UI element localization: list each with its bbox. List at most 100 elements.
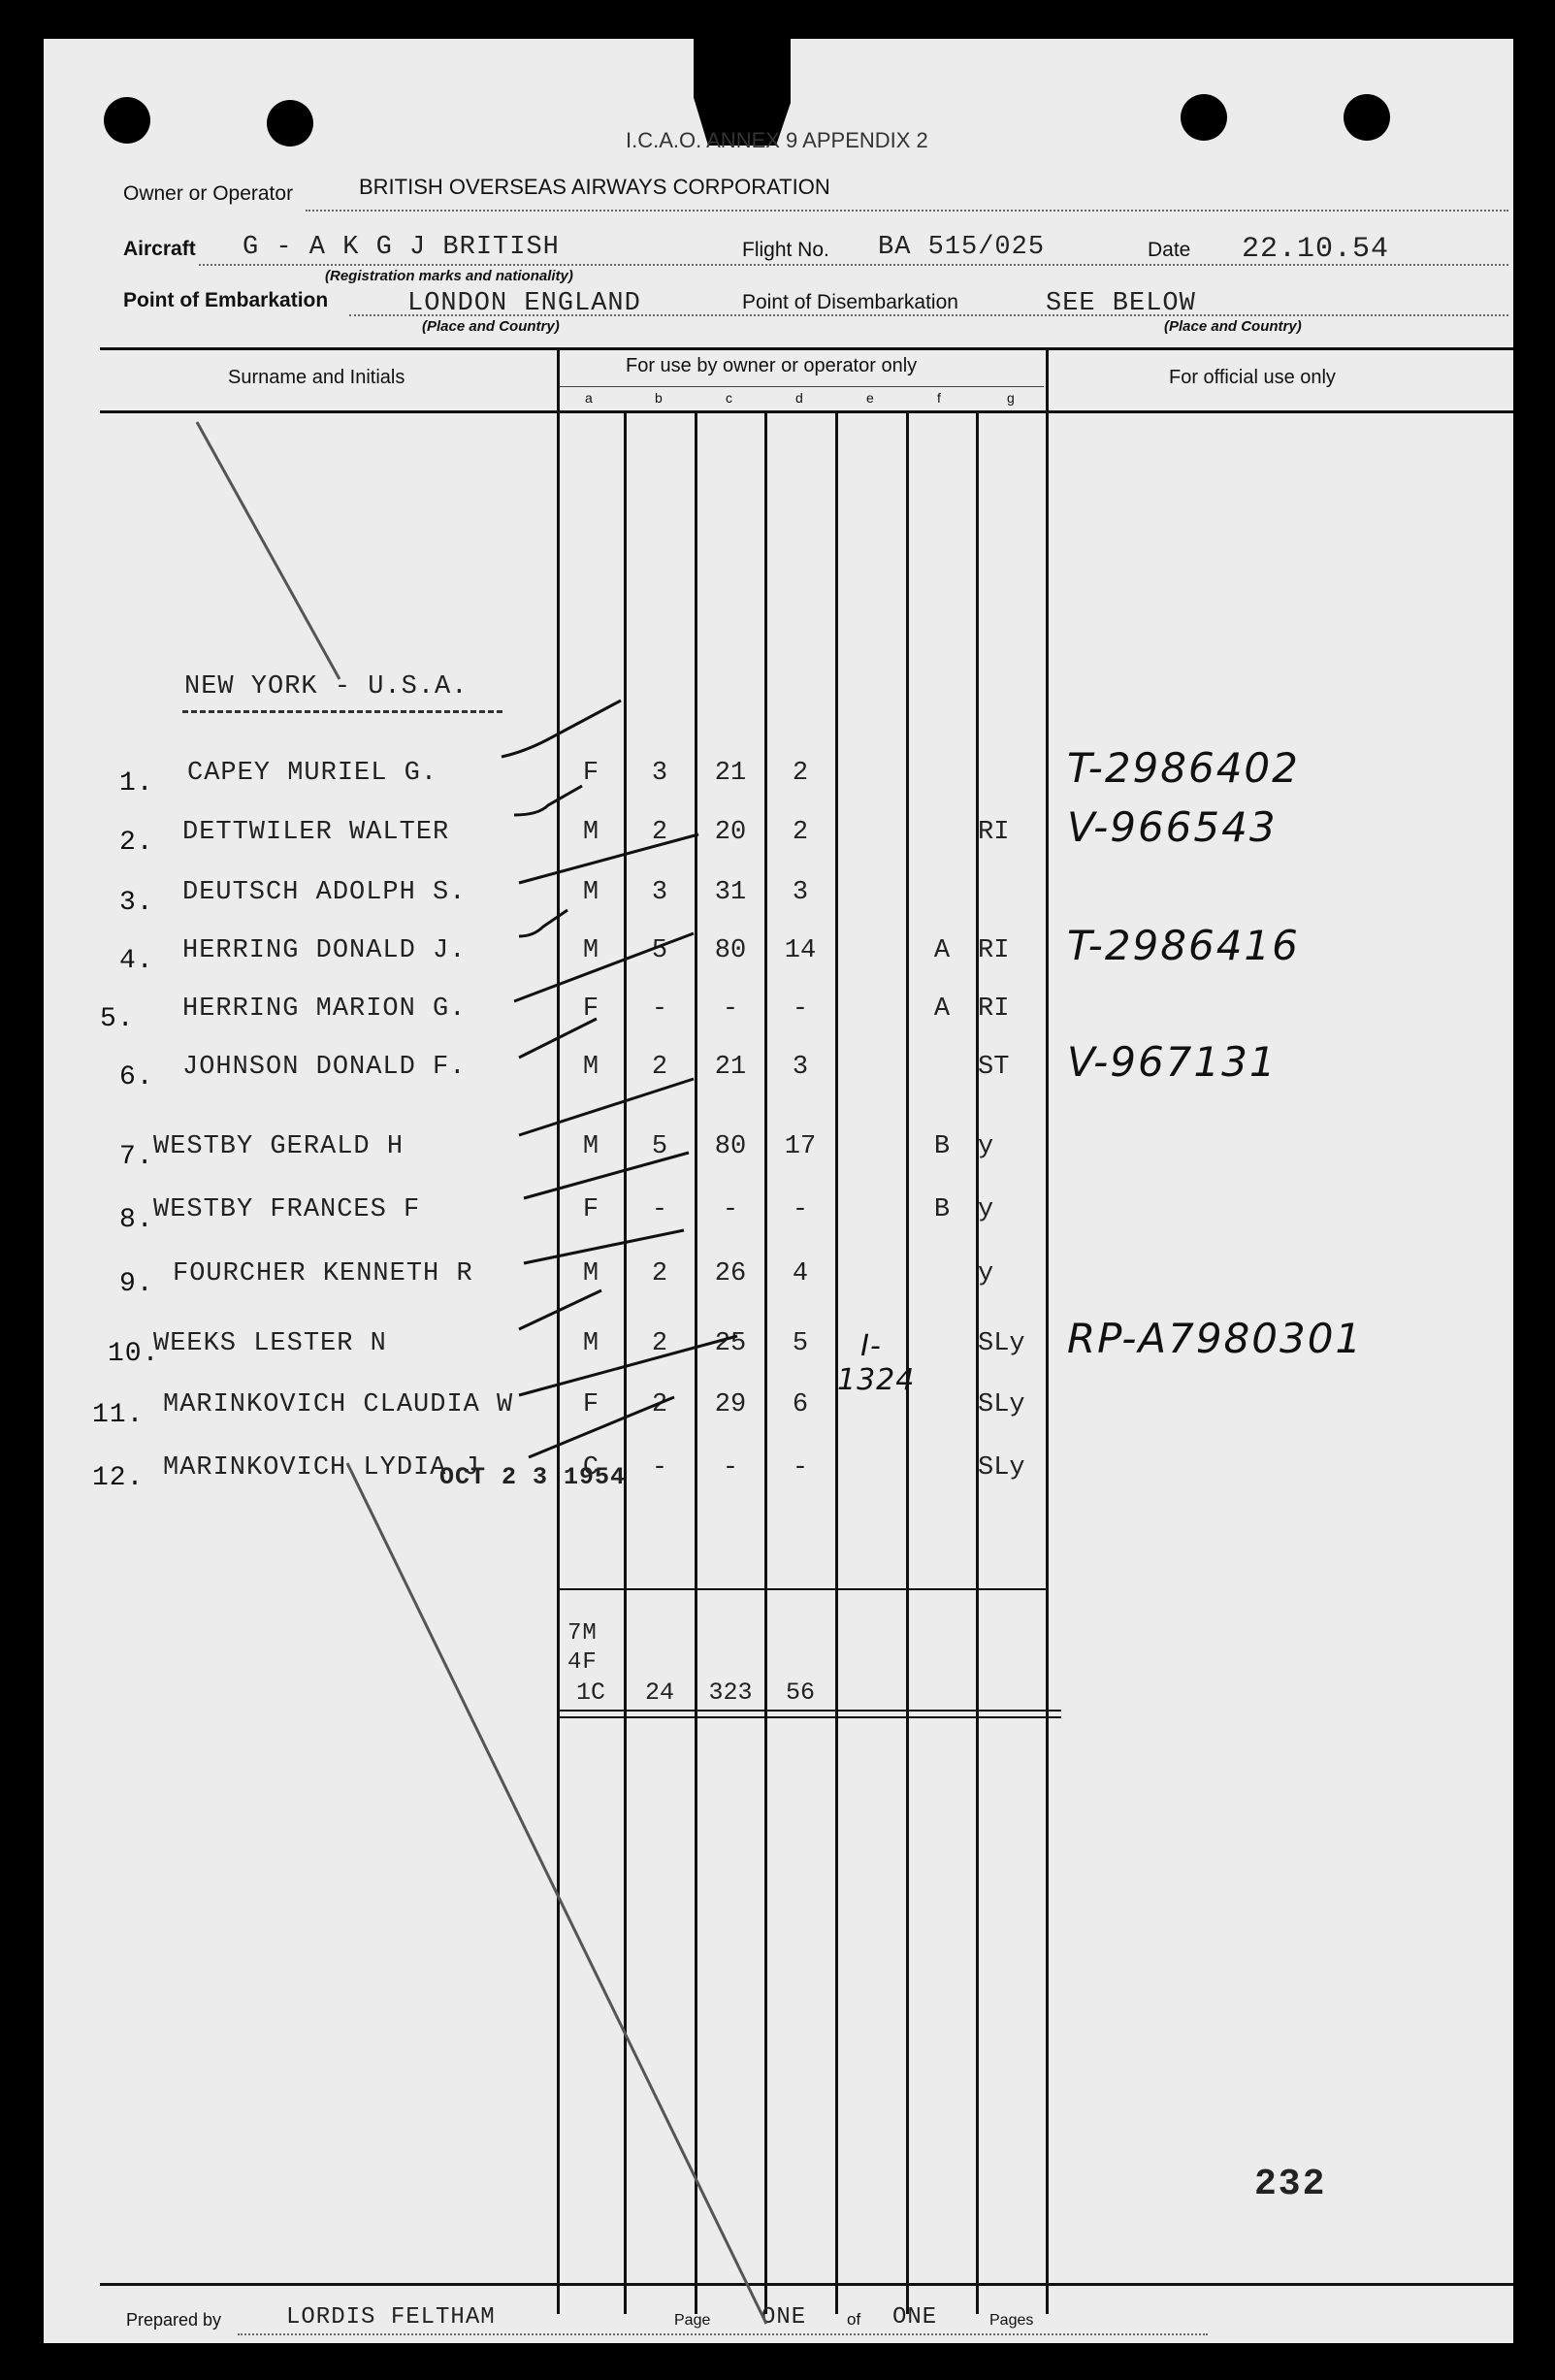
cell-a: M [582,878,599,907]
cell-a: M [582,936,599,965]
owner-value: BRITISH OVERSEAS AIRWAYS CORPORATION [359,175,830,199]
cell-b: 2 [651,1329,668,1358]
totals-female: 4F [567,1649,598,1676]
cell-a: M [582,1132,599,1161]
passenger-name: WESTBY GERALD H [153,1132,405,1161]
row-number: 10. [108,1339,160,1369]
official-entry: V-967131 [1067,1038,1278,1086]
cell-d: - [792,1195,809,1224]
row-number: 3. [119,888,154,918]
cell-c: 31 [714,878,747,907]
cell-c: - [722,1453,739,1483]
punch-hole [1344,94,1390,141]
cell-d: 3 [792,1053,809,1082]
cell-g: ST [978,1053,1010,1082]
totals-male: 7M [567,1620,598,1646]
cell-e: I-1324 [837,1329,916,1397]
cell-d: 5 [792,1329,809,1358]
official-entry: T-2986416 [1067,922,1300,969]
cell-b: - [651,1453,668,1483]
prepared-by-value: LORDIS FELTHAM [286,2304,496,2331]
official-entry: T-2986402 [1067,744,1300,792]
cell-b: - [651,1195,668,1224]
row-number: 9. [119,1269,154,1299]
pages-label: Pages [989,2312,1034,2329]
row-number: 12. [92,1463,145,1493]
passenger-name: CAPEY MURIEL G. [187,759,438,788]
cell-f: B [933,1195,951,1224]
passenger-name: JOHNSON DONALD F. [182,1053,467,1082]
cell-c: 21 [714,1053,747,1082]
cell-d: 2 [792,818,809,847]
cell-b: 5 [651,1132,668,1161]
totals-d: 56 [785,1679,815,1707]
cell-d: 6 [792,1390,809,1419]
totals-a: 1C [575,1679,605,1707]
cell-g: y [978,1195,994,1224]
cell-c: 20 [714,818,747,847]
col-header-name: Surname and Initials [228,367,405,388]
cell-c: 26 [714,1259,747,1288]
row-number: 8. [119,1205,154,1235]
row-number: 6. [119,1062,154,1092]
sub-col-d: d [795,390,803,406]
prepared-by-label: Prepared by [126,2310,222,2330]
page-label: Page [674,2312,711,2329]
flight-value: BA 515/025 [878,233,1046,262]
cell-b: - [651,994,668,1024]
sub-col-c: c [726,390,732,406]
owner-label: Owner or Operator [123,182,294,205]
embarkation-label: Point of Embarkation [123,289,329,311]
cell-d: 4 [792,1259,809,1288]
cell-d: - [792,1453,809,1483]
passenger-name: HERRING MARION G. [182,994,467,1024]
totals-b: 24 [644,1679,674,1707]
passenger-name: MARINKOVICH LYDIA J [163,1453,480,1483]
cell-a: M [582,1053,599,1082]
row-number: 4. [119,946,154,976]
form-title: I.C.A.O. ANNEX 9 APPENDIX 2 [626,128,928,152]
col-header-owner: For use by owner or operator only [626,355,918,376]
of-label: of [847,2310,861,2329]
cell-g: y [978,1259,994,1288]
embarkation-value: LONDON ENGLAND [407,289,641,318]
cell-g: RI [978,818,1010,847]
page-number-stamp: 232 [1254,2164,1327,2205]
cell-f: B [933,1132,951,1161]
row-number: 2. [119,828,154,858]
cell-c: - [722,1195,739,1224]
cell-b: 2 [651,818,668,847]
cell-g: RI [978,936,1010,965]
row-number: 1. [119,768,154,799]
official-entry: RP-A7980301 [1067,1315,1364,1362]
cell-a: M [582,1329,599,1358]
totals-c: 323 [708,1679,753,1707]
cell-b: 2 [651,1390,668,1419]
sub-col-a: a [585,390,593,406]
destination-heading: NEW YORK - U.S.A. [184,672,469,701]
passenger-name: WEEKS LESTER N [153,1329,387,1358]
passenger-name: WESTBY FRANCES F [153,1195,421,1224]
cell-f: A [933,936,951,965]
cell-g: SLy [978,1329,1025,1358]
cell-a: F [582,1390,599,1419]
cell-c: 21 [714,759,747,788]
cell-a: M [582,818,599,847]
flight-label: Flight No. [742,239,829,261]
cell-d: 17 [784,1132,817,1161]
cell-c: - [722,994,739,1024]
passenger-name: FOURCHER KENNETH R [173,1259,473,1288]
page-value: ONE [761,2304,807,2331]
embarkation-note: (Place and Country) [422,318,560,335]
row-number: 5. [100,1004,135,1034]
sub-col-f: f [937,390,941,406]
cell-d: 3 [792,878,809,907]
col-header-official: For official use only [1169,367,1336,388]
punch-hole [1181,94,1227,141]
cell-b: 2 [651,1259,668,1288]
sub-col-e: e [866,390,874,406]
cell-g: RI [978,994,1010,1024]
sub-col-g: g [1007,390,1015,406]
date-label: Date [1148,239,1191,261]
of-value: ONE [892,2304,938,2331]
